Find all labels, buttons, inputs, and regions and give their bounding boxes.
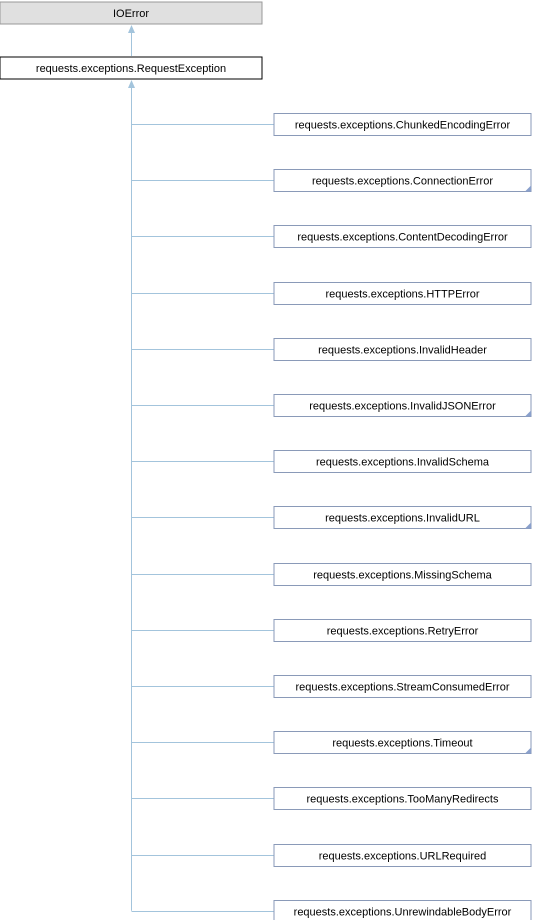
class-node-label: requests.exceptions.RequestException xyxy=(36,63,226,75)
class-node-timeout[interactable]: requests.exceptions.Timeout xyxy=(273,731,532,754)
class-node-invalidschema[interactable]: requests.exceptions.InvalidSchema xyxy=(273,450,532,473)
has-subclasses-marker-icon xyxy=(525,747,531,754)
class-node-box xyxy=(273,844,532,867)
class-node-box xyxy=(273,731,532,754)
class-node-chunkedencodingerror[interactable]: requests.exceptions.ChunkedEncodingError xyxy=(273,113,532,136)
class-node-label: requests.exceptions.InvalidSchema xyxy=(316,457,490,469)
class-node-label: requests.exceptions.MissingSchema xyxy=(313,570,492,582)
class-node-box xyxy=(0,56,263,80)
class-node-box xyxy=(273,563,532,586)
class-node-ioerror[interactable]: IOError xyxy=(0,1,263,25)
class-node-label: requests.exceptions.URLRequired xyxy=(319,851,487,863)
class-node-label: requests.exceptions.UnrewindableBodyErro… xyxy=(294,907,512,919)
class-node-box xyxy=(273,394,532,417)
class-node-streamconsumederror[interactable]: requests.exceptions.StreamConsumedError xyxy=(273,675,532,698)
class-node-box xyxy=(273,169,532,192)
has-subclasses-marker-icon xyxy=(525,185,531,192)
class-node-label: requests.exceptions.RetryError xyxy=(327,626,479,638)
class-node-box xyxy=(273,900,532,920)
class-node-requestexception[interactable]: requests.exceptions.RequestException xyxy=(0,56,263,80)
inheritance-edges xyxy=(128,25,274,912)
class-node-label: requests.exceptions.StreamConsumedError xyxy=(296,682,510,694)
class-node-label: requests.exceptions.Timeout xyxy=(332,738,472,750)
class-node-box xyxy=(273,338,532,361)
class-node-contentdecodingerror[interactable]: requests.exceptions.ContentDecodingError xyxy=(273,225,532,248)
has-subclasses-marker-icon xyxy=(525,522,531,529)
class-node-box xyxy=(273,787,532,810)
class-node-missingschema[interactable]: requests.exceptions.MissingSchema xyxy=(273,563,532,586)
class-node-box xyxy=(0,1,263,25)
inheritance-arrowhead xyxy=(128,80,135,88)
class-node-label: requests.exceptions.ChunkedEncodingError xyxy=(295,120,511,132)
class-node-invalidheader[interactable]: requests.exceptions.InvalidHeader xyxy=(273,338,532,361)
class-node-label: requests.exceptions.ConnectionError xyxy=(312,176,493,188)
class-node-box xyxy=(273,675,532,698)
class-node-urlrequired[interactable]: requests.exceptions.URLRequired xyxy=(273,844,532,867)
class-node-label: requests.exceptions.HTTPError xyxy=(325,289,479,301)
class-node-label: requests.exceptions.InvalidURL xyxy=(325,513,480,525)
class-node-box xyxy=(273,506,532,529)
class-node-connectionerror[interactable]: requests.exceptions.ConnectionError xyxy=(273,169,532,192)
class-node-label: requests.exceptions.TooManyRedirects xyxy=(307,794,499,806)
class-node-box xyxy=(273,619,532,642)
class-node-toomanyredirects[interactable]: requests.exceptions.TooManyRedirects xyxy=(273,787,532,810)
class-node-label: IOError xyxy=(113,8,149,20)
class-node-label: requests.exceptions.InvalidHeader xyxy=(318,345,487,357)
class-node-unrewindablebodyerror[interactable]: requests.exceptions.UnrewindableBodyErro… xyxy=(273,900,532,920)
class-node-label: requests.exceptions.ContentDecodingError xyxy=(297,232,508,244)
class-node-box xyxy=(273,225,532,248)
class-node-box xyxy=(273,450,532,473)
has-subclasses-marker-icon xyxy=(525,410,531,417)
class-node-invalidjsonerror[interactable]: requests.exceptions.InvalidJSONError xyxy=(273,394,532,417)
class-node-box xyxy=(273,113,532,136)
class-node-httperror[interactable]: requests.exceptions.HTTPError xyxy=(273,282,532,305)
derived-classes: requests.exceptions.ChunkedEncodingError… xyxy=(273,113,532,920)
class-node-label: requests.exceptions.InvalidJSONError xyxy=(309,401,496,413)
class-node-invalidurl[interactable]: requests.exceptions.InvalidURL xyxy=(273,506,532,529)
inheritance-arrowhead xyxy=(128,25,135,33)
class-node-box xyxy=(273,282,532,305)
class-node-retryerror[interactable]: requests.exceptions.RetryError xyxy=(273,619,532,642)
